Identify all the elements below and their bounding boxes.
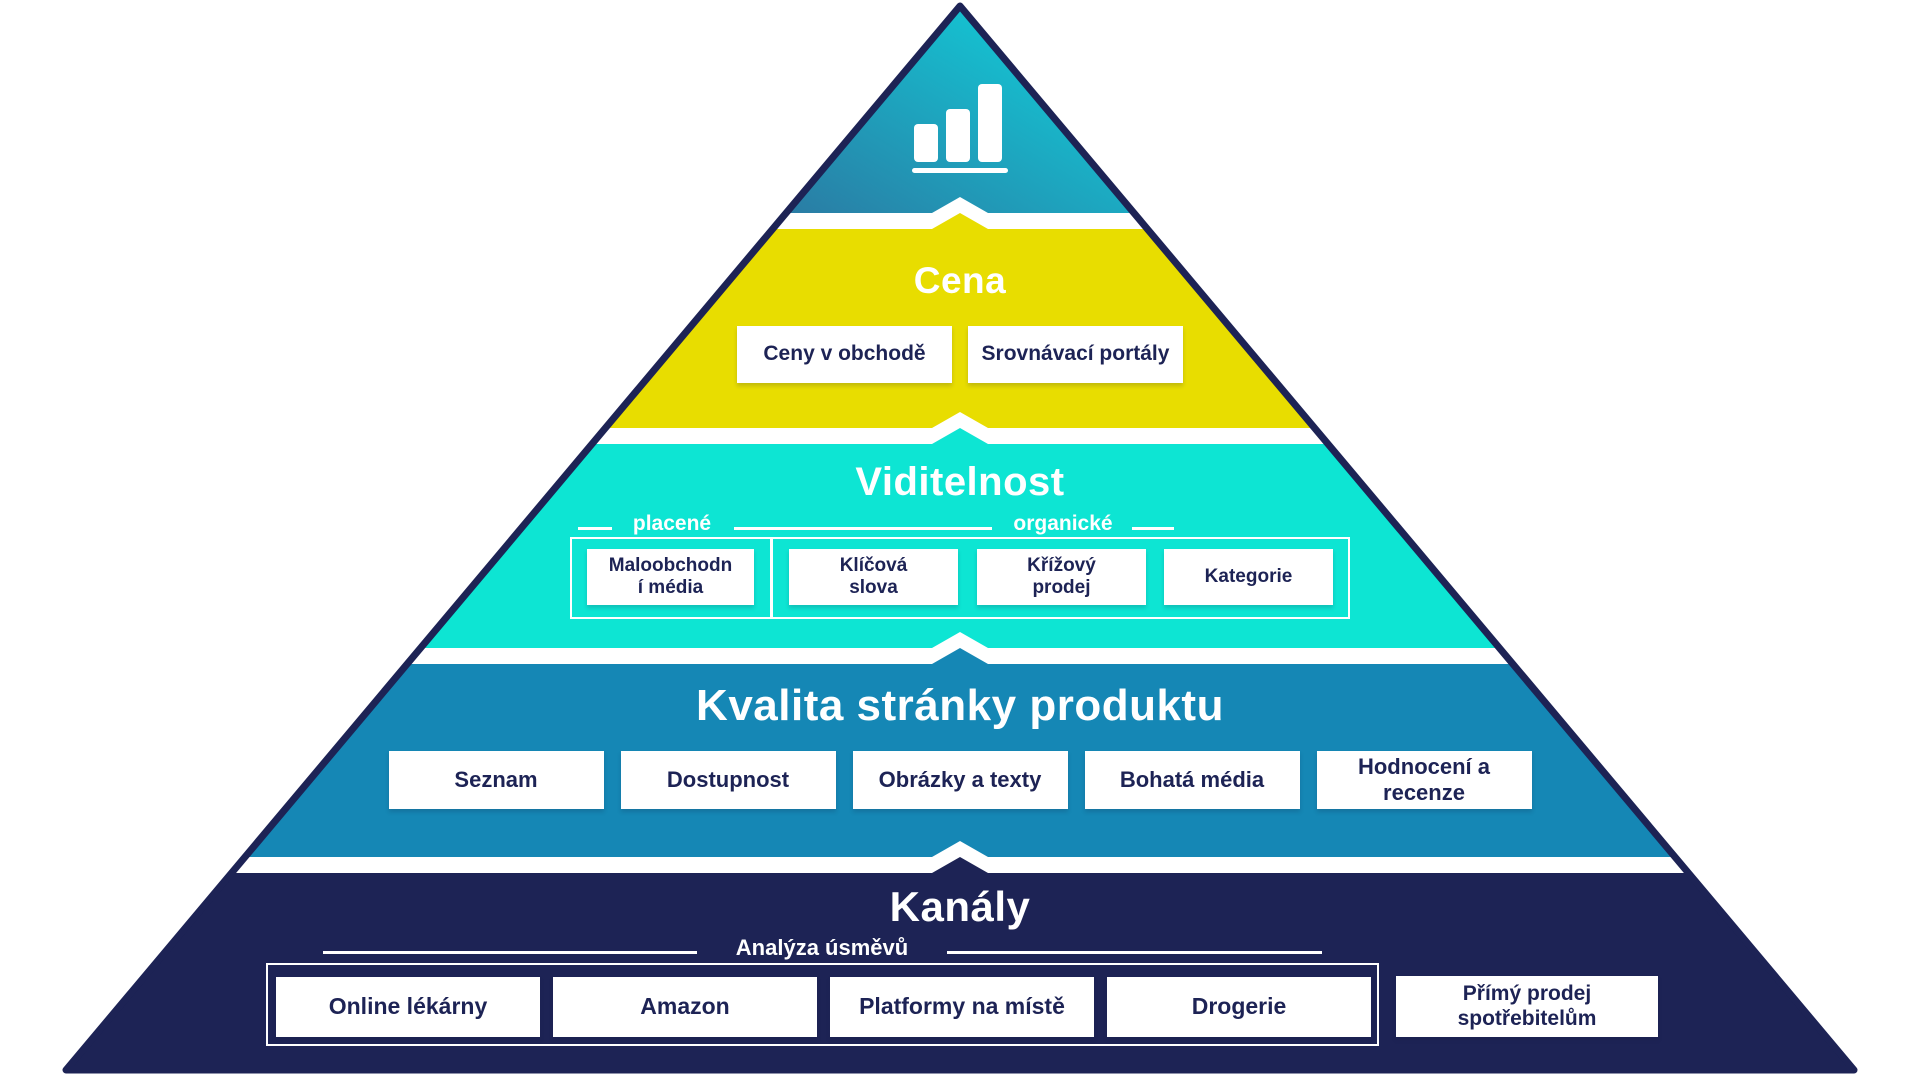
item-seznam: Seznam — [388, 751, 604, 809]
item-maloobchodni-media: Maloobchodn í média — [587, 549, 754, 605]
bar-chart-bar-medium — [946, 109, 970, 162]
legend-line — [1132, 527, 1174, 530]
bar-chart-bar-small — [914, 124, 938, 162]
legend-line — [323, 951, 697, 954]
pyramid-outline — [62, 2, 1858, 1074]
bar-chart-baseline — [912, 168, 1008, 173]
group-label-organicke: organické — [1013, 512, 1113, 535]
item-primy-prodej-spotrebitelum: Přímý prodej spotřebitelům — [1396, 976, 1658, 1037]
level-cena-shape — [605, 213, 1315, 428]
legend-line — [734, 527, 992, 530]
item-bohata-media: Bohatá média — [1084, 751, 1300, 809]
item-kategorie: Kategorie — [1164, 549, 1333, 605]
bar-chart-bar-large — [978, 84, 1002, 162]
level-title-cena: Cena — [913, 260, 1007, 301]
group-label-analyza-usmevu: Analýza úsměvů — [735, 935, 909, 960]
level-title-kvalita: Kvalita stránky produktu — [696, 681, 1224, 730]
item-hodnoceni-a-recenze: Hodnocení a recenze — [1316, 751, 1532, 809]
item-krizovy-prodej: Křížový prodej — [977, 549, 1146, 605]
level-title-viditelnost: Viditelnost — [855, 460, 1065, 504]
item-klicova-slova: Klíčová slova — [789, 549, 958, 605]
viditelnost-group-divider — [770, 537, 773, 619]
item-srovnavaci-portaly: Srovnávací portály — [968, 326, 1183, 383]
legend-line — [947, 951, 1322, 954]
bar-chart-icon — [908, 82, 1012, 174]
item-online-lekarny: Online lékárny — [276, 977, 540, 1037]
item-ceny-v-obchode: Ceny v obchodě — [737, 326, 952, 383]
legend-line — [578, 527, 612, 530]
cena-items-row: Ceny v obchodě Srovnávací portály — [0, 326, 1920, 383]
item-dostupnost: Dostupnost — [620, 751, 836, 809]
level-title-kanaly: Kanály — [889, 883, 1031, 930]
item-obrazky-a-texty: Obrázky a texty — [852, 751, 1068, 809]
item-platformy-na-miste: Platformy na místě — [830, 977, 1094, 1037]
kvalita-items-row: Seznam Dostupnost Obrázky a texty Bohatá… — [0, 751, 1920, 809]
viditelnost-group-box — [570, 537, 1350, 619]
item-drogerie: Drogerie — [1107, 977, 1371, 1037]
kanaly-group-box — [266, 963, 1379, 1046]
kanaly-items-row: Online lékárny Amazon Platformy na místě… — [276, 977, 1371, 1037]
group-label-placene: placené — [632, 512, 712, 535]
item-amazon: Amazon — [553, 977, 817, 1037]
